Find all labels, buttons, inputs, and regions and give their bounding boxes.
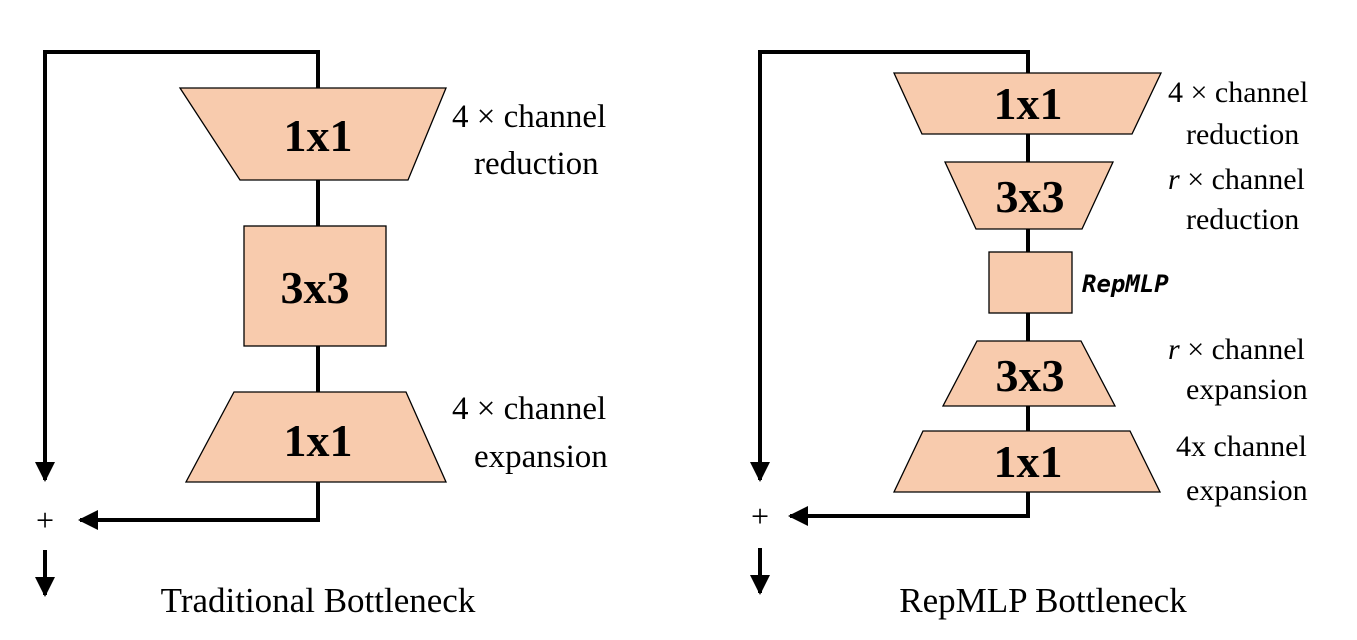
left-annotation-reduction-line2: reduction <box>474 146 599 182</box>
repmlp-label: RepMLP <box>1082 270 1169 298</box>
left-output-connector <box>78 482 320 530</box>
left-block-label: 3x3 <box>281 262 350 313</box>
repmlp-bottleneck: 1x1 3x3 3x3 1x1 RepMLP 4 × channel reduc… <box>750 50 1308 620</box>
left-1x1-reduction-block <box>178 87 447 181</box>
r-variable: r <box>1168 333 1180 366</box>
right-block-label: 3x3 <box>996 350 1065 401</box>
left-block-label: 1x1 <box>284 110 353 161</box>
left-annotation-reduction-line1: 4 × channel <box>452 99 606 135</box>
right-annotation-4-line1: 4x channel <box>1176 430 1307 463</box>
left-1x1-expansion-block <box>184 391 448 483</box>
r-variable: r <box>1168 163 1180 196</box>
left-3x3-block <box>243 225 387 347</box>
traditional-bottleneck: 1x1 3x3 1x1 4 × channel reduction 4 × ch… <box>35 50 608 620</box>
right-3x3-expansion-block <box>941 340 1117 407</box>
annotation-text: × channel <box>1180 163 1305 196</box>
right-block-label: 1x1 <box>994 78 1063 129</box>
right-repmlp-block <box>988 251 1073 314</box>
right-annotation-1-line2: reduction <box>1186 118 1299 151</box>
left-caption: Traditional Bottleneck <box>161 581 476 620</box>
left-annotation-expansion-line1: 4 × channel <box>452 391 606 427</box>
right-annotation-1-line1: 4 × channel <box>1168 76 1308 109</box>
right-skip-connection <box>750 50 1030 482</box>
right-block-label: 1x1 <box>994 436 1063 487</box>
left-annotation-expansion-line2: expansion <box>474 439 608 475</box>
left-sum-symbol: + <box>36 502 54 538</box>
right-3x3-reduction-block <box>943 161 1115 230</box>
right-annotation-2-line2: reduction <box>1186 203 1299 236</box>
right-1x1-reduction-block <box>892 72 1163 135</box>
left-skip-connection <box>35 50 320 482</box>
right-1x1-expansion-block <box>892 430 1162 493</box>
left-block-label: 1x1 <box>284 415 353 466</box>
right-sum-symbol: + <box>751 498 769 534</box>
right-output-connector <box>788 492 1030 526</box>
right-caption: RepMLP Bottleneck <box>899 581 1187 620</box>
right-block-label: 3x3 <box>996 171 1065 222</box>
right-annotation-3-line1: r × channel <box>1168 333 1305 366</box>
right-annotation-3-line2: expansion <box>1186 373 1308 406</box>
annotation-text: × channel <box>1180 333 1305 366</box>
right-annotation-2-line1: r × channel <box>1168 163 1305 196</box>
right-annotation-4-line2: expansion <box>1186 474 1308 507</box>
